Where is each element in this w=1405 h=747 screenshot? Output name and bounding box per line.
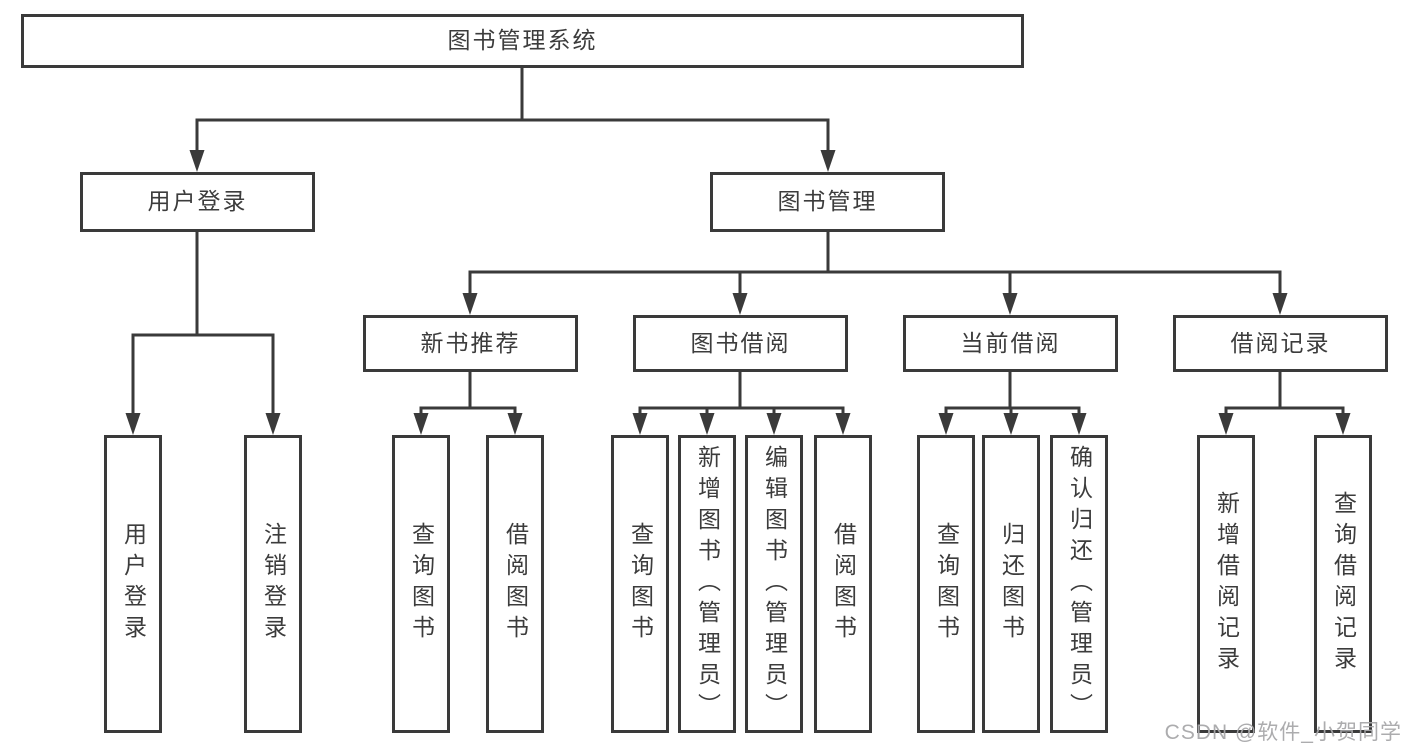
node-leaf-borrow-books: 借阅图书 — [814, 435, 872, 733]
node-leaf-borrow-query-books: 查询图书 — [611, 435, 669, 733]
node-leaf-recommend-query-books: 查询图书 — [392, 435, 450, 733]
node-user-login: 用户登录 — [80, 172, 315, 232]
node-leaf-edit-books-admin: 编辑图书（管理员） — [745, 435, 803, 733]
node-leaf-confirm-return-admin: 确认归还（管理员） — [1050, 435, 1108, 733]
node-borrow-records: 借阅记录 — [1173, 315, 1388, 372]
node-leaf-logout: 注销登录 — [244, 435, 302, 733]
node-root: 图书管理系统 — [21, 14, 1024, 68]
node-leaf-add-books-admin: 新增图书（管理员） — [678, 435, 736, 733]
node-new-book-recommend: 新书推荐 — [363, 315, 578, 372]
node-book-management: 图书管理 — [710, 172, 945, 232]
node-leaf-query-borrow-record: 查询借阅记录 — [1314, 435, 1372, 733]
node-current-borrow: 当前借阅 — [903, 315, 1118, 372]
node-leaf-add-borrow-record: 新增借阅记录 — [1197, 435, 1255, 733]
node-leaf-current-query-books: 查询图书 — [917, 435, 975, 733]
node-leaf-user-login: 用户登录 — [104, 435, 162, 733]
node-leaf-recommend-borrow-books: 借阅图书 — [486, 435, 544, 733]
node-leaf-return-books: 归还图书 — [982, 435, 1040, 733]
node-book-borrow: 图书借阅 — [633, 315, 848, 372]
watermark: CSDN @软件_小贺同学 — [1164, 721, 1402, 744]
